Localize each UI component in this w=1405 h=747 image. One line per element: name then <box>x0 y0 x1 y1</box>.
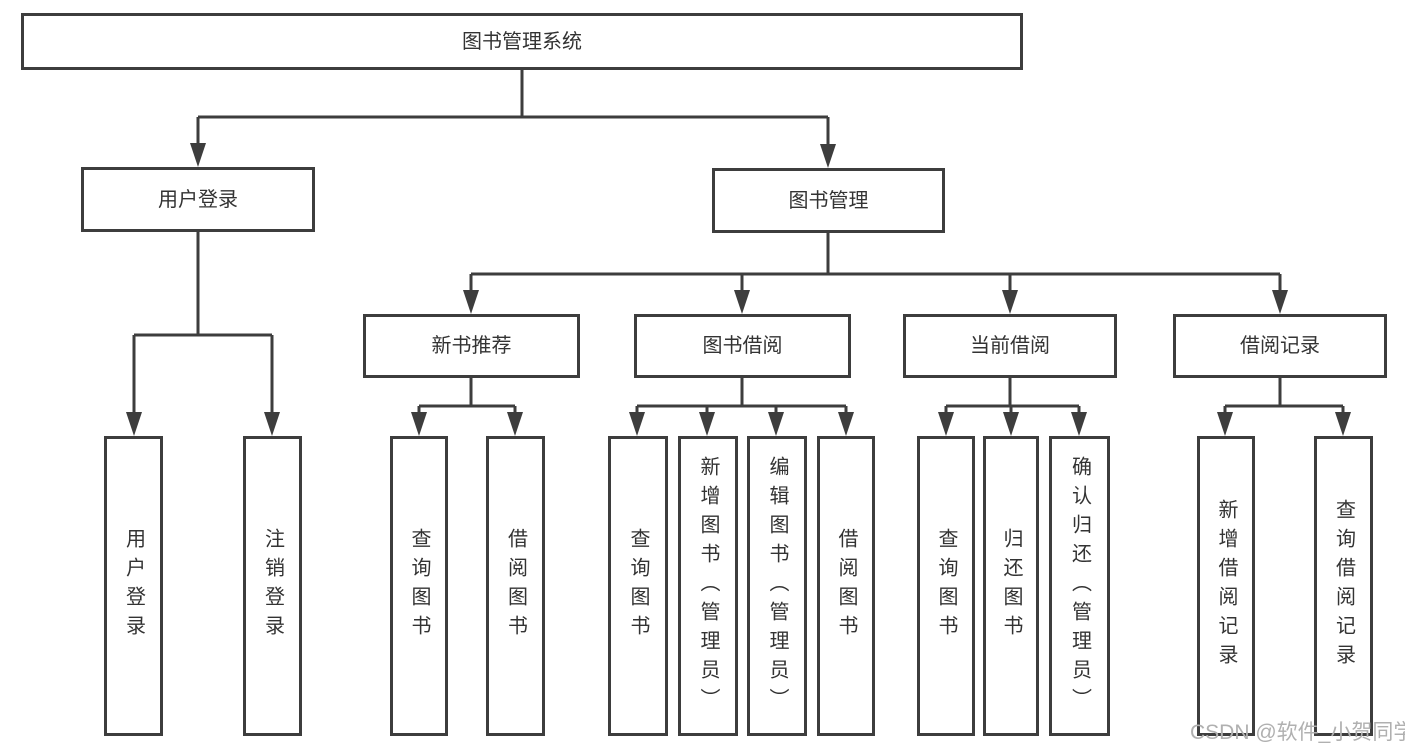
node-borrowing-records-label: 借阅记录 <box>1240 335 1320 357</box>
leaf-logout-login-label: 注销登录 <box>261 528 284 644</box>
connector-new-book-recommend-to-children <box>411 378 523 436</box>
connector-book-borrowing-to-children <box>629 378 854 436</box>
connector-user-login-to-children <box>126 232 280 436</box>
node-book-borrowing-label: 图书借阅 <box>702 335 783 357</box>
leaf-borrow-books-recommend-label: 借阅图书 <box>504 528 527 644</box>
leaf-add-books-admin-label: 新增图书（管理员） <box>697 455 719 717</box>
leaf-query-borrow-record: 查询借阅记录 <box>1314 436 1373 736</box>
node-current-borrowing-label: 当前借阅 <box>970 335 1050 357</box>
node-book-management-label: 图书管理 <box>788 189 869 212</box>
watermark: CSDN @软件_小贺同学 <box>1190 721 1405 744</box>
node-book-borrowing: 图书借阅 <box>634 314 851 378</box>
node-library-system: 图书管理系统 <box>21 13 1023 70</box>
node-current-borrowing: 当前借阅 <box>903 314 1117 378</box>
leaf-edit-books-admin-label: 编辑图书（管理员） <box>766 455 788 717</box>
leaf-borrow-books-borrowing: 借阅图书 <box>817 436 875 736</box>
leaf-query-books-borrowing: 查询图书 <box>608 436 668 736</box>
node-book-management: 图书管理 <box>712 168 945 233</box>
connector-book-management-to-level3 <box>463 233 1288 314</box>
leaf-query-books-recommend: 查询图书 <box>390 436 448 736</box>
leaf-return-books-label: 归还图书 <box>1000 528 1022 644</box>
leaf-user-login-label: 用户登录 <box>122 528 145 644</box>
leaf-query-books-recommend-label: 查询图书 <box>408 528 430 644</box>
connector-root-to-level2 <box>190 70 836 168</box>
leaf-query-books-current-label: 查询图书 <box>935 528 957 644</box>
leaf-return-books: 归还图书 <box>983 436 1039 736</box>
leaf-query-books-current: 查询图书 <box>917 436 975 736</box>
connector-current-borrowing-to-children <box>938 378 1087 436</box>
connector-borrowing-records-to-children <box>1217 378 1351 436</box>
leaf-borrow-books-recommend: 借阅图书 <box>486 436 545 736</box>
leaf-add-borrow-record: 新增借阅记录 <box>1197 436 1255 736</box>
leaf-confirm-return-admin: 确认归还（管理员） <box>1049 436 1110 736</box>
node-user-login-label: 用户登录 <box>158 188 238 211</box>
node-borrowing-records: 借阅记录 <box>1173 314 1387 378</box>
leaf-add-borrow-record-label: 新增借阅记录 <box>1215 499 1237 673</box>
leaf-user-login: 用户登录 <box>104 436 163 736</box>
leaf-confirm-return-admin-label: 确认归还（管理员） <box>1068 455 1091 717</box>
leaf-query-borrow-record-label: 查询借阅记录 <box>1332 499 1355 673</box>
node-new-book-recommend-label: 新书推荐 <box>431 335 512 357</box>
node-user-login: 用户登录 <box>81 167 315 232</box>
node-library-system-label: 图书管理系统 <box>462 30 582 53</box>
node-new-book-recommend: 新书推荐 <box>363 314 580 378</box>
leaf-add-books-admin: 新增图书（管理员） <box>678 436 738 736</box>
leaf-edit-books-admin: 编辑图书（管理员） <box>747 436 807 736</box>
leaf-query-books-borrowing-label: 查询图书 <box>627 528 649 644</box>
leaf-logout-login: 注销登录 <box>243 436 302 736</box>
leaf-borrow-books-borrowing-label: 借阅图书 <box>835 528 857 644</box>
